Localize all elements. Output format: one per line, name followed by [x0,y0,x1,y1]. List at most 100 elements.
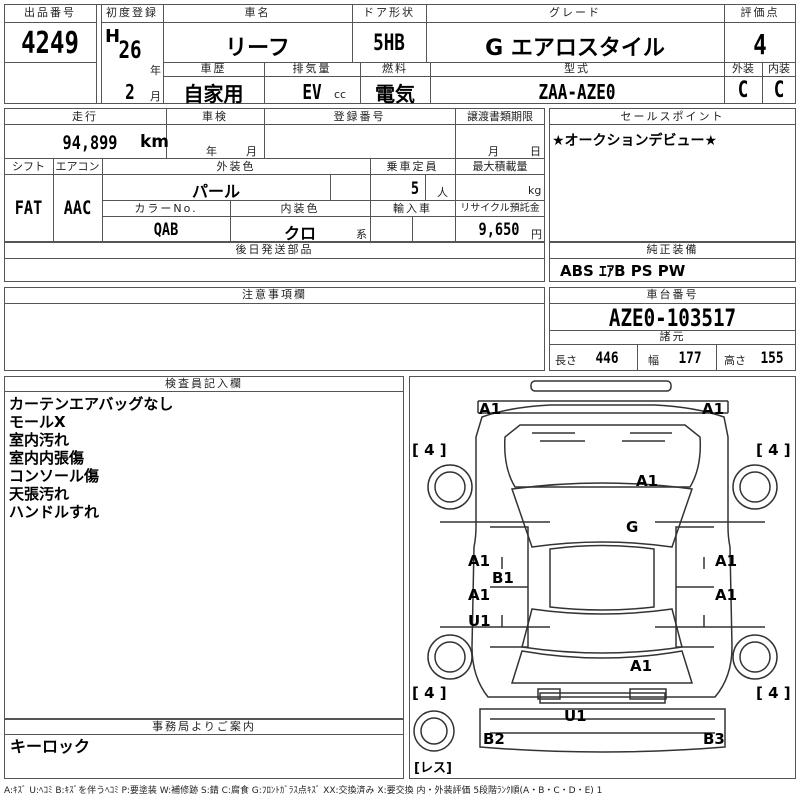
height: 155 [760,348,784,367]
office-label: 事務局よりご案内 [152,720,256,733]
length: 446 [595,348,619,367]
lot-label: 出品番号 [24,6,76,19]
mark-right-rear-door: A1 [715,586,738,604]
mark-rear-right: B3 [703,730,725,748]
history: 自家用 [183,82,244,106]
exterior-grade: C [737,78,749,103]
grade: G エアロスタイル [485,36,665,61]
chassis-label: 車台番号 [646,288,699,301]
cc-unit: cc [334,88,347,101]
ac-label: エアコン [55,160,100,173]
caution-box [4,287,545,371]
era: H [105,26,121,47]
inspector-note: 室内内張傷 [9,449,85,467]
exterior-label: 外装 [732,62,754,75]
max-load-label: 最大積載量 [472,160,528,173]
length-label: 長さ [555,354,577,367]
shift: FAT [14,197,43,219]
mark-hood: A1 [636,472,659,490]
interior-color-label: 内装色 [280,202,320,215]
height-label: 高さ [724,354,746,367]
type-label: 型式 [564,62,590,75]
sales-point-label: セールスポイント [620,110,725,123]
office-text: キーロック [10,737,91,756]
color-no-label: カラーNo. [134,202,198,215]
inspector-note: ハンドルすれ [9,503,100,521]
tire-front-right: [ 4 ] [756,441,791,459]
chassis-number: AZE0-103517 [608,304,737,332]
capacity-label: 乗車定員 [386,160,439,173]
first-registration-label: 初度登録 [106,6,158,19]
header-table [4,4,796,104]
score-label: 評価点 [740,6,780,19]
registration-no-label: 登録番号 [333,110,386,123]
mark-front-bumper-right: A1 [702,400,725,418]
year-unit: 年 [150,64,161,77]
legend: A:ｷｽﾞ U:ﾍｺﾐ B:ｷｽﾞを伴うﾍｺﾐ P:要塗装 W:補修跡 S:錆 … [4,786,603,796]
door-label: ドア形状 [363,6,415,19]
width-label: 幅 [648,354,659,367]
spare-tire: [レス] [414,761,452,776]
equipment-box [549,242,796,282]
car-diagram: A1 A1 A1 G A1 B1 A1 U1 A1 A1 A1 U1 B2 B3… [409,376,796,779]
import-label: 輸入車 [393,202,432,215]
capacity-unit: 人 [437,186,448,199]
fuel-label: 燃料 [382,62,408,75]
recycle-label: リサイクル預託金 [460,203,540,214]
inspection-label: 車検 [202,110,228,123]
month-unit: 月 [150,90,161,103]
registration-year: 26 [118,36,142,64]
inspector-note: モールX [9,413,66,431]
score: 4 [753,28,767,61]
km-unit: km [140,132,170,152]
mark-windshield: G [626,518,639,536]
mark-rear-bumper: U1 [564,707,587,725]
inspector-notes: カーテンエアバッグなし モールX 室内汚れ 室内内張傷 コンソール傷 天張汚れ … [9,395,173,521]
fuel: 電気 [375,82,415,106]
mileage: 94,899 [62,132,118,154]
spec-label: 諸元 [659,330,686,343]
details-table [4,108,545,242]
recycle-fee: 9,650 [478,220,520,240]
mark-left-sill: B1 [492,569,514,587]
model-type: ZAA-AZE0 [538,80,616,104]
inspector-note: 室内汚れ [9,431,70,449]
width: 177 [678,348,702,367]
inspector-note: コンソール傷 [9,467,100,485]
capacity: 5 [410,179,420,199]
interior-color: クロ [283,224,316,243]
sales-point-box [549,108,796,242]
color-no: QAB [153,220,179,240]
mark-right-front-door: A1 [715,552,738,570]
mark-left-rear-door: A1 [468,586,491,604]
history-label: 車歴 [200,62,227,75]
model-name: リーフ [225,36,290,61]
grade-label: グレード [549,6,601,19]
equipment-label: 純正装備 [646,243,699,256]
inspector-label: 検査員記入欄 [165,377,243,390]
tire-rear-right: [ 4 ] [756,684,791,702]
transfer-day: 日 [530,145,541,158]
tire-rear-left: [ 4 ] [412,684,447,702]
mark-left-front-door: A1 [468,552,491,570]
office-box [4,719,404,779]
model-label: 車名 [244,6,271,19]
inspector-box [4,376,404,719]
caution-label: 注意事項欄 [242,288,307,301]
door-type: 5HB [373,31,405,56]
inspector-note: 天張汚れ [9,485,70,503]
displacement-label: 排気量 [292,62,332,75]
mark-left-quarter: U1 [468,612,491,630]
interior-grade: C [773,78,785,103]
lot-number: 4249 [21,26,79,61]
displacement: EV [302,80,322,104]
equipment-text: ABS ｴｱB PS PW [560,262,686,280]
inspector-note: カーテンエアバッグなし [9,395,174,413]
interior-color-unit: 系 [356,228,367,241]
car-outline [413,380,778,753]
recycle-unit: 円 [531,228,542,241]
later-parts-label: 後日発送部品 [235,243,314,256]
color: パール [191,182,240,201]
later-parts-box [4,242,545,282]
mileage-label: 走行 [72,110,98,123]
